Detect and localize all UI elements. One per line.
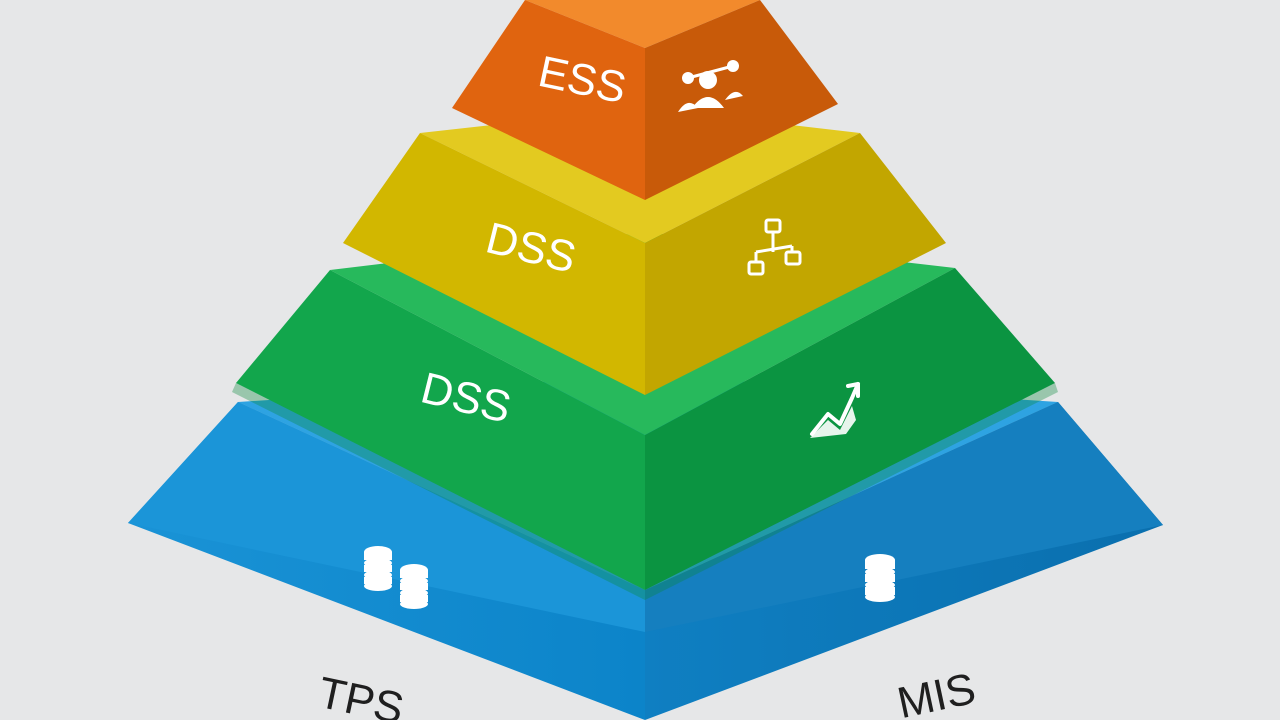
base-label-mis: MIS: [893, 664, 980, 720]
database-icon: [865, 554, 895, 602]
executive-people-icon: [678, 60, 743, 112]
flowchart-icon: [747, 218, 802, 276]
base-label-tps: TPS: [314, 668, 408, 720]
tier-base-top-left-strip: [128, 402, 645, 632]
tier-dss-lower-right-face: [645, 268, 1055, 590]
line-chart-icon: [810, 382, 860, 438]
tier-ess: ESS: [452, 0, 838, 200]
tier-ess-top-face: [525, 0, 760, 48]
tier-dss-lower-left-face: [236, 270, 645, 590]
tier-dss-upper-left-face: [343, 133, 645, 395]
tier-base-top-right-strip: [645, 402, 1163, 632]
database-icon: [364, 546, 428, 609]
tier-ess-right-face: [645, 0, 838, 200]
tier-ess-left-face: [452, 0, 645, 200]
